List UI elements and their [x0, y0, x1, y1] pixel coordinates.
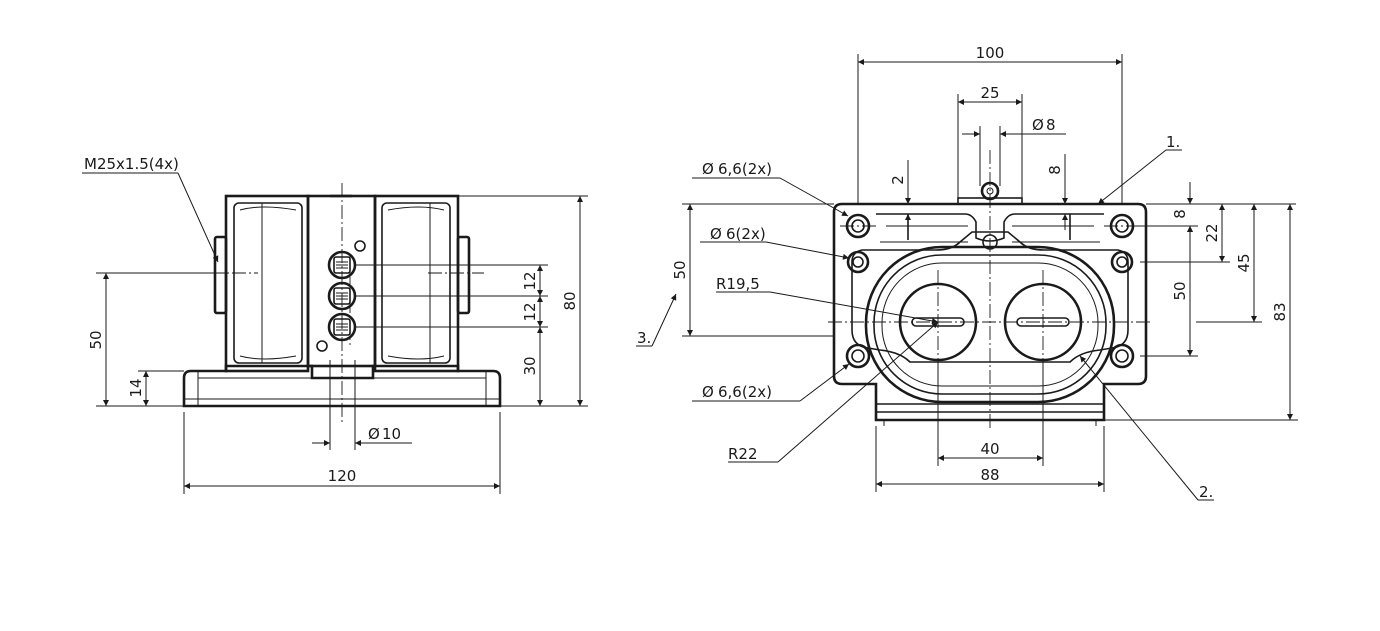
front-dim-50-right: 50 [1140, 226, 1198, 357]
svg-text:3.: 3. [637, 329, 651, 347]
svg-text:8: 8 [1171, 209, 1189, 219]
svg-text:14: 14 [127, 378, 145, 397]
svg-text:6,6(2x): 6,6(2x) [718, 383, 772, 401]
svg-text:Ø: Ø [702, 383, 714, 401]
front-dim-50-left: 50 [671, 203, 834, 337]
front-view: 100 25 Ø 8 2 8 [636, 44, 1298, 501]
front-callout-hole66-top: Ø 6,6(2x) [692, 160, 849, 217]
svg-text:12: 12 [521, 271, 539, 290]
side-left-housing [224, 194, 310, 373]
svg-text:2: 2 [889, 175, 907, 185]
svg-text:1.: 1. [1166, 133, 1180, 151]
thread-label: M25x1.5(4x) [84, 155, 179, 173]
side-thread-callout: M25x1.5(4x) [82, 155, 219, 263]
front-mount-hole-mr [1110, 250, 1134, 274]
side-screw-hole-bottom [316, 340, 328, 352]
front-mount-hole-bl [845, 343, 871, 369]
svg-text:50: 50 [1171, 281, 1189, 300]
front-callout-r22: R22 [728, 321, 939, 463]
svg-text:Ø: Ø [710, 225, 722, 243]
diameter-glyph: Ø [368, 425, 380, 443]
svg-text:100: 100 [976, 44, 1005, 62]
svg-text:30: 30 [521, 356, 539, 375]
front-dim-25: 25 [957, 84, 1023, 198]
svg-text:88: 88 [980, 466, 999, 484]
front-callout-3: 3. [636, 293, 677, 347]
front-inner-cavity [851, 231, 1129, 363]
side-dim-80: 80 [458, 195, 588, 407]
front-dim-8-top: 8 [1046, 154, 1068, 230]
side-left-thread-boss [213, 235, 228, 315]
front-callout-hole66-bottom: Ø 6,6(2x) [692, 363, 850, 402]
front-dim-83: 83 [1104, 204, 1298, 421]
svg-text:8: 8 [1046, 116, 1056, 134]
svg-text:Ø: Ø [1032, 116, 1044, 134]
front-dim-8-right: 8 [1140, 182, 1198, 244]
side-screw-hole-top [354, 240, 366, 252]
svg-text:83: 83 [1271, 302, 1289, 321]
side-dim-dia10: Ø 10 [312, 360, 412, 450]
svg-text:R19,5: R19,5 [716, 275, 760, 293]
svg-text:45: 45 [1235, 253, 1253, 272]
svg-text:40: 40 [980, 440, 999, 458]
side-right-thread-boss [456, 235, 471, 315]
svg-text:Ø: Ø [702, 160, 714, 178]
front-dim-2: 2 [889, 160, 911, 226]
side-dim-stack: 12 12 30 [355, 264, 548, 406]
side-dim-14: 14 [127, 370, 184, 406]
front-mount-hole-br [1109, 343, 1135, 369]
svg-text:2.: 2. [1199, 483, 1213, 501]
side-right-housing [373, 194, 460, 373]
front-dim-100: 100 [857, 44, 1123, 204]
front-callout-r19-5: R19,5 [716, 275, 939, 324]
svg-text:80: 80 [561, 291, 579, 310]
svg-text:50: 50 [87, 330, 105, 349]
front-callout-2: 2. [1079, 355, 1214, 501]
front-callout-hole6: Ø 6(2x) [700, 225, 850, 260]
front-dim-45: 45 [1146, 203, 1296, 323]
front-dim-dia8: Ø 8 [962, 116, 1066, 186]
svg-text:6(2x): 6(2x) [726, 225, 766, 243]
side-dim-50: 50 [87, 272, 226, 407]
svg-text:25: 25 [980, 84, 999, 102]
svg-text:120: 120 [328, 467, 357, 485]
svg-text:6,6(2x): 6,6(2x) [718, 160, 772, 178]
front-dim-88: 88 [875, 426, 1105, 492]
svg-text:10: 10 [382, 425, 401, 443]
svg-text:R22: R22 [728, 445, 758, 463]
front-dim-40: 40 [937, 360, 1044, 466]
svg-text:12: 12 [521, 302, 539, 321]
front-callout-1: 1. [1097, 133, 1182, 205]
side-view: M25x1.5(4x) 50 14 12 12 30 [82, 155, 588, 494]
svg-text:50: 50 [671, 260, 689, 279]
svg-text:22: 22 [1203, 223, 1221, 242]
front-dim-22: 22 [1140, 204, 1230, 263]
svg-text:8: 8 [1046, 165, 1064, 175]
side-dim-120: 120 [183, 412, 501, 494]
front-mount-hole-ml [846, 250, 870, 274]
